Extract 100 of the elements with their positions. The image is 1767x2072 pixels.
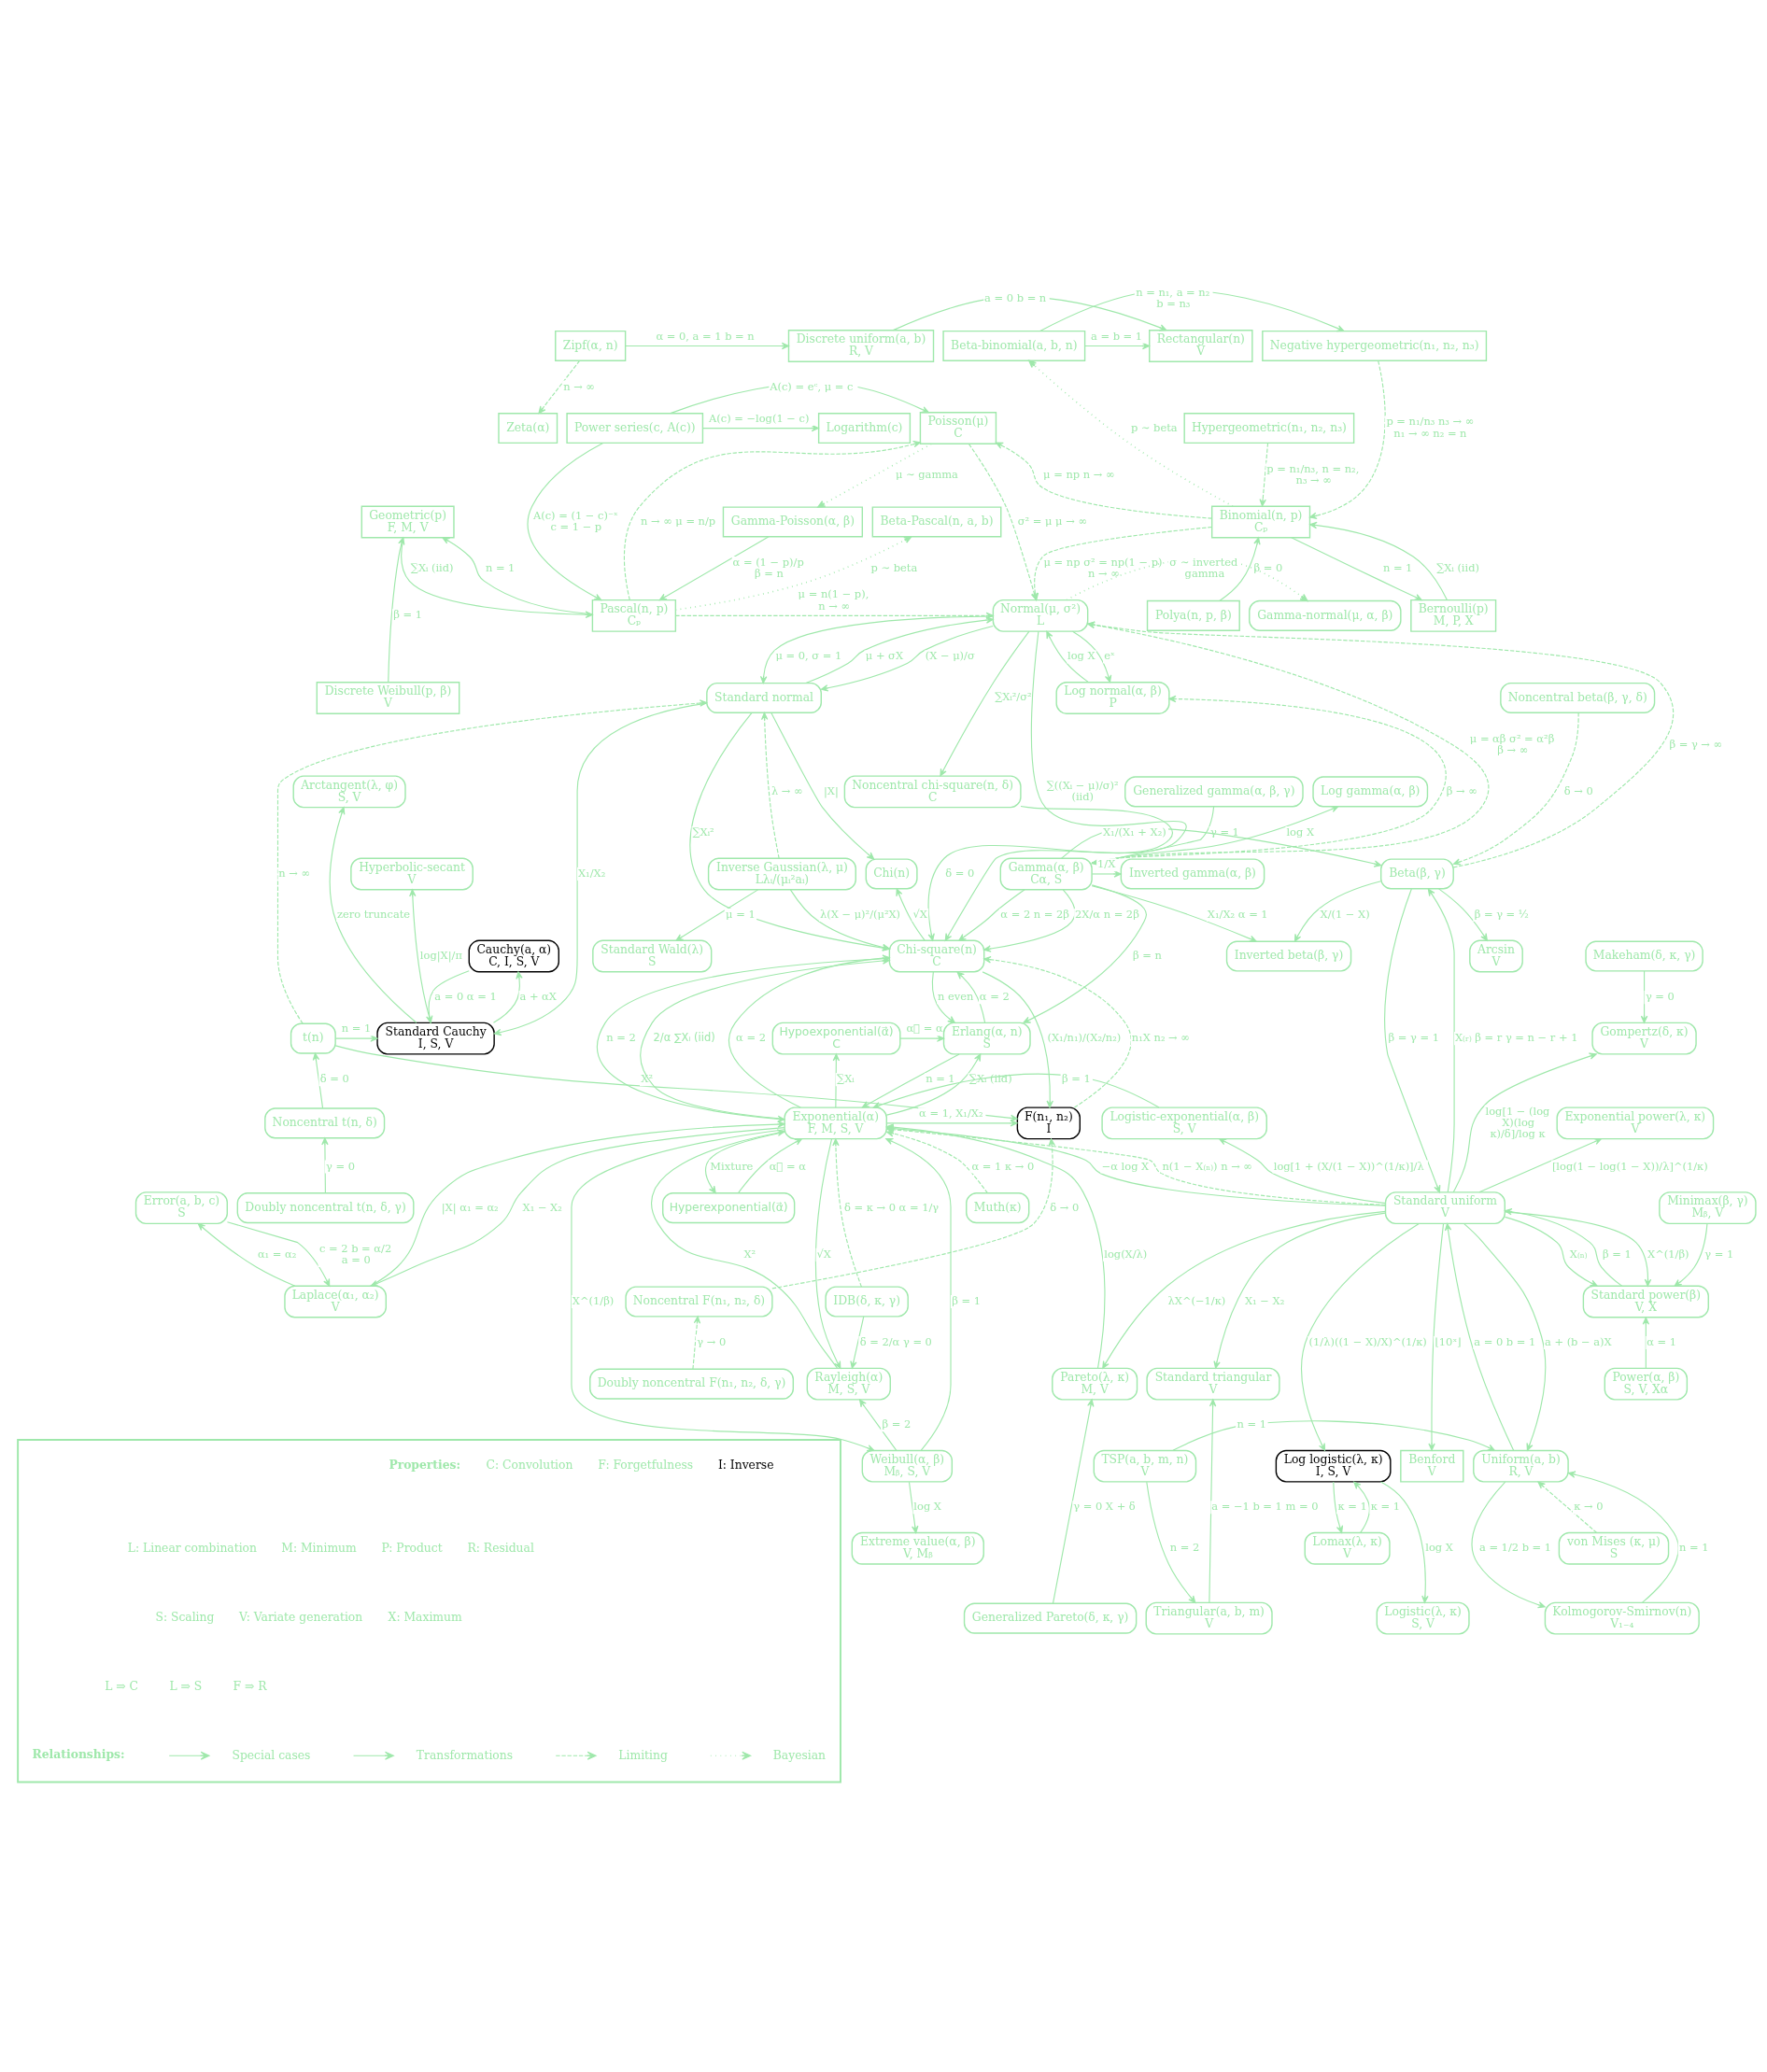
edge-label: log|X|/π: [419, 949, 462, 963]
edge-label: α₁ = α₂: [257, 1247, 297, 1261]
edge-label: X^(1/β): [1647, 1247, 1689, 1261]
edge-label: X²: [743, 1247, 756, 1261]
edge-label: δ → 0: [1050, 1200, 1080, 1214]
edge-label: δ = 0: [319, 1072, 349, 1086]
edge-label: |X|: [823, 783, 839, 797]
edge-label: n = 1: [926, 1072, 955, 1086]
edge-label: n → ∞: [278, 866, 311, 880]
edge-label: A(c) = eᶜ, μ = c: [770, 379, 854, 393]
edge-label: √X: [816, 1247, 831, 1261]
edge-label: γ → 0: [697, 1335, 727, 1349]
edge-label: X₁ − X₂: [522, 1200, 562, 1214]
edge-label: β = γ = ½: [1474, 908, 1529, 922]
edge-label: log(X/λ): [1104, 1247, 1148, 1261]
edge-label: X₁/X₂ α = 1: [1207, 908, 1268, 922]
edge-label: δ = 2/α γ = 0: [859, 1335, 932, 1349]
edge-label: p ∼ beta: [870, 561, 918, 575]
edge-label: (1/λ)((1 − X)/X)^(1/κ): [1308, 1335, 1427, 1349]
edge-label: λ(X − μ)²/(μ²X): [819, 908, 901, 922]
edge-label: n = 1: [1237, 1417, 1267, 1431]
label: Relationships:: [32, 1746, 125, 1761]
edge-label: μ = αβ σ² = α²β β → ∞: [1469, 731, 1555, 756]
edge-label: δ = κ → 0 α = 1/γ: [843, 1200, 940, 1214]
label: V: Variate generation: [239, 1611, 363, 1625]
label: F: Forgetfulness: [598, 1459, 694, 1473]
label: Properties:: [389, 1457, 461, 1472]
edge-label: n(1 − X₍ₙ₎) n → ∞: [1162, 1159, 1252, 1173]
legend-label: Transformations: [416, 1748, 514, 1762]
edge-label: a = 1/2 b = 1: [1478, 1541, 1552, 1555]
edge-label: δ = 0: [945, 866, 975, 880]
edge-label: α = 2: [736, 1031, 766, 1045]
edge-label: κ = 1: [1337, 1500, 1367, 1514]
edge-label: α = 2: [979, 990, 1010, 1004]
edge-label: eˣ: [1104, 649, 1115, 663]
edge-label: β = 1: [1061, 1072, 1091, 1086]
edge-label: α = 1 κ → 0: [971, 1159, 1035, 1173]
label: S: Scaling: [155, 1611, 215, 1625]
edge-label: 2/α ∑Xᵢ (iid): [653, 1031, 715, 1045]
edge-label: a = b = 1: [1090, 329, 1143, 343]
edge-label: 1/X: [1097, 857, 1116, 871]
edge-label: β = n: [1133, 949, 1162, 963]
edge-label: α = 1: [1647, 1335, 1677, 1349]
edge-label: n₁X n₂ → ∞: [1131, 1031, 1190, 1045]
edge-label: −α log X: [1101, 1159, 1150, 1173]
label: L: Linear combination: [127, 1541, 257, 1555]
edge-label: X₁/(X₁ + X₂): [1102, 825, 1166, 839]
edge-label: zero truncate: [336, 908, 411, 922]
edge-label: a = −1 b = 1 m = 0: [1211, 1500, 1319, 1514]
edge-label: γ = 0: [326, 1159, 355, 1173]
edge-label: β = 0: [1253, 561, 1283, 575]
edge-label: μ = np σ² = np(1 − p) n → ∞: [1043, 556, 1163, 581]
edge-label: ∑Xᵢ (iid): [410, 561, 454, 575]
edge-label: β = 2: [882, 1417, 912, 1431]
edge-label: λ → ∞: [770, 783, 803, 797]
edge-label: a = 0 α = 1: [434, 990, 497, 1004]
edge-label: μ = 0, σ = 1: [775, 649, 842, 663]
edge-label: p = n₁/n₃, n = n₂, n₃ → ∞: [1266, 461, 1360, 486]
label: L ⇒ S: [169, 1680, 203, 1694]
legend-label: Limiting: [618, 1748, 668, 1762]
edge-label: n = 1: [1679, 1541, 1709, 1555]
edge-label: a = 0 b = 1: [1474, 1335, 1536, 1349]
edge-label: (X − μ)/σ: [925, 649, 975, 663]
edge-label: √X: [912, 908, 927, 922]
edge-label: ∑Xᵢ: [837, 1072, 855, 1086]
edge-label: μ ∼ gamma: [895, 467, 958, 481]
edge-label: log X: [913, 1500, 942, 1514]
edge-label: α = 0, a = 1 b = n: [656, 329, 755, 343]
edge-label: (X₁/n₁)/(X₂/n₂): [1047, 1031, 1122, 1045]
edge-label: a + αX: [519, 990, 557, 1004]
edge-label: σ ∼ inverted gamma: [1169, 556, 1238, 581]
edge-label: a = 0 b = n: [984, 291, 1047, 305]
edge-label: β = γ → ∞: [1669, 737, 1723, 751]
edge-label: ⌊10ˣ⌋: [1435, 1335, 1462, 1349]
edge-label: n = 2: [1169, 1541, 1200, 1555]
edge-label: α = 2 n = 2β: [1000, 908, 1069, 922]
edge-label: n = 1: [341, 1022, 372, 1036]
edge-label: Mixture: [710, 1159, 754, 1173]
label: R: Residual: [467, 1541, 534, 1555]
edge-label: γ = 0: [1645, 990, 1675, 1004]
edge-label: X^(1/β): [572, 1294, 615, 1308]
edge-label: log X: [1067, 649, 1096, 663]
edge-label: α⃗ = α: [906, 1022, 943, 1036]
edge-label: α = (1 − p)/p β = n: [732, 556, 804, 581]
edge-label: log X: [1286, 825, 1315, 839]
edge-label: κ → 0: [1574, 1500, 1604, 1514]
edge-label: γ = 0 X + δ: [1073, 1500, 1136, 1514]
edge-label: ∑((Xᵢ − μ)/σ)² (iid): [1046, 778, 1119, 804]
edge-label: n → ∞: [563, 379, 595, 393]
edge-label: 2X/α n = 2β: [1075, 908, 1139, 922]
legend-label: Bayesian: [772, 1748, 827, 1762]
edge-label: p = n₁/n₃ n₃ → ∞ n₁ → ∞ n₂ = n: [1386, 415, 1475, 440]
edge-label: n even: [937, 990, 974, 1004]
edge-label: ∑Xᵢ (iid): [1436, 561, 1479, 575]
edge-label: n = n₁, a = n₂ b = n₃: [1136, 286, 1210, 311]
edge-label: ∑Xᵢ²/σ²: [995, 690, 1032, 704]
edge-label: δ → 0: [1563, 783, 1593, 797]
edge-label: c = 2 b = α/2 a = 0: [318, 1241, 392, 1266]
label: M: Minimum: [281, 1541, 357, 1555]
edge-label: α = 1, X₁/X₂: [919, 1106, 983, 1121]
